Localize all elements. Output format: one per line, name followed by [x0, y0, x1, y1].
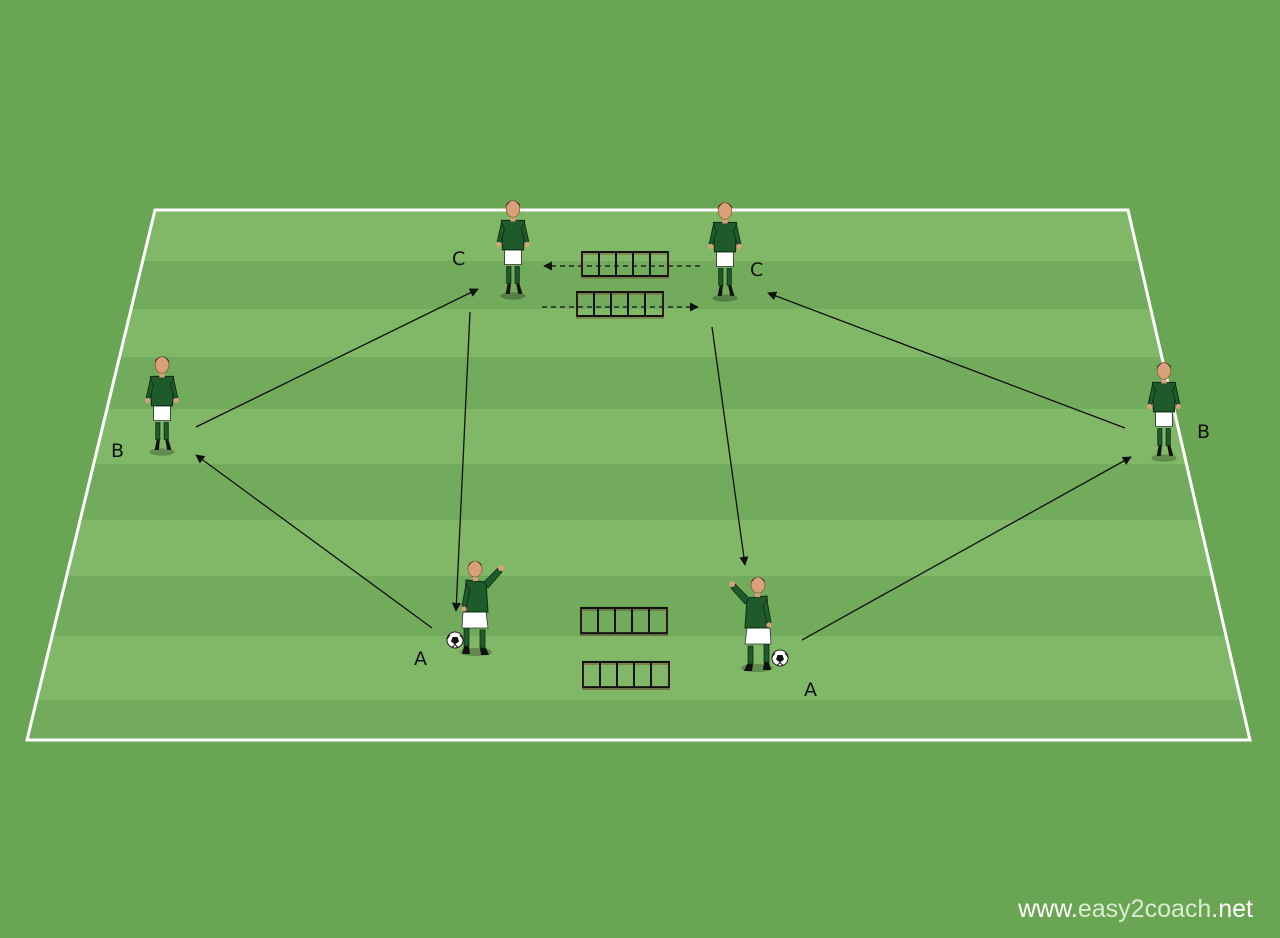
arrow-c-right-to-a-right [711, 326, 749, 566]
pass-arrows [195, 288, 1132, 641]
watermark-brand: easy2coach [1077, 895, 1212, 923]
ball-icon [446, 631, 464, 649]
label-c-right: C [750, 259, 763, 281]
ball-icon [771, 649, 789, 667]
arrow-a-left-to-b-left [195, 454, 433, 629]
arrow-b-right-to-c-right [767, 291, 1126, 429]
dribble-arrows [542, 261, 700, 312]
arrow-c-left-to-a-left [451, 311, 471, 612]
watermark: www.easy2coach.net [1018, 895, 1253, 924]
field-boundary [25, 208, 1252, 742]
watermark-prefix: www. [1018, 895, 1078, 923]
label-a-right: A [804, 679, 817, 701]
label-b-right: B [1197, 421, 1210, 443]
pitch-stripes [27, 210, 1250, 740]
role-labels: C C B B A A [111, 248, 1210, 701]
arrow-a-right-to-b-right [801, 456, 1132, 641]
label-a-left: A [414, 648, 427, 670]
watermark-suffix: .net [1211, 895, 1253, 923]
arrow-b-left-to-c-left [195, 288, 479, 428]
label-b-left: B [111, 440, 124, 462]
label-c-left: C [452, 248, 465, 270]
